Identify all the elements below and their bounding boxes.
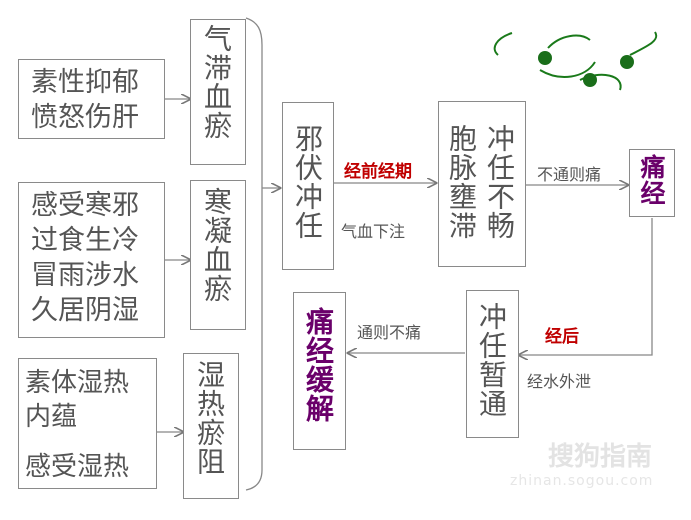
cause-3-line-3: 感受湿热 bbox=[25, 452, 130, 482]
watermark-url: zhinan.sogou.com bbox=[510, 473, 654, 489]
outcome1-text: 痛经 bbox=[637, 154, 666, 206]
mechanism-1-text: 气滞血瘀 bbox=[200, 24, 233, 140]
mechanism-box-2 bbox=[190, 180, 246, 330]
mechanism-2-text: 寒凝血瘀 bbox=[200, 187, 233, 303]
decorative-dots bbox=[538, 51, 634, 87]
arrow-outcome1-result2 bbox=[519, 218, 653, 355]
cause-box-2 bbox=[18, 182, 165, 338]
outcome2-text: 痛经缓解 bbox=[302, 307, 335, 423]
cause-3-line-1: 素体湿热 bbox=[25, 368, 130, 398]
result2-box bbox=[466, 290, 519, 438]
arrow3-label: 通则不痛 bbox=[357, 323, 422, 342]
result1-col-right: 冲任不畅 bbox=[483, 124, 516, 240]
mechanism-3-text: 湿热瘀阻 bbox=[193, 360, 226, 476]
result1-col-left: 胞脉壅滞 bbox=[445, 124, 478, 240]
cause-1-line-1: 素性抑郁 bbox=[31, 67, 139, 98]
after-sub-label: 经水外泄 bbox=[527, 372, 592, 391]
center-text: 邪伏冲任 bbox=[291, 124, 324, 240]
cause-2-line-4: 久居阴湿 bbox=[31, 295, 139, 326]
arrow1-top-label: 经前经期 bbox=[344, 162, 412, 182]
mechanism-box-3 bbox=[183, 353, 239, 499]
cause-2-line-1: 感受寒邪 bbox=[31, 190, 139, 221]
mechanism-box-1 bbox=[190, 19, 246, 165]
result1-box bbox=[438, 101, 526, 267]
outcome2-box bbox=[293, 292, 346, 450]
center-box bbox=[282, 102, 334, 270]
result2-text: 冲任暂通 bbox=[475, 302, 508, 418]
cause-2-line-2: 过食生冷 bbox=[31, 225, 139, 256]
decorative-swirl bbox=[493, 31, 658, 91]
bracket-line bbox=[245, 17, 263, 491]
cause-box-3 bbox=[18, 358, 157, 489]
outcome1-box bbox=[629, 149, 675, 217]
watermark-brand: 搜狗指南 bbox=[548, 442, 653, 472]
cause-2-line-3: 冒雨涉水 bbox=[31, 260, 139, 291]
cause-3-line-2: 内蕴 bbox=[25, 402, 78, 432]
arrow2-label: 不通则痛 bbox=[537, 165, 602, 184]
cause-1-line-2: 愤怒伤肝 bbox=[31, 102, 139, 133]
after-label: 经后 bbox=[545, 327, 579, 347]
cause-box-1 bbox=[18, 59, 165, 139]
arrow1-bottom-label: 气血下注 bbox=[341, 222, 406, 241]
